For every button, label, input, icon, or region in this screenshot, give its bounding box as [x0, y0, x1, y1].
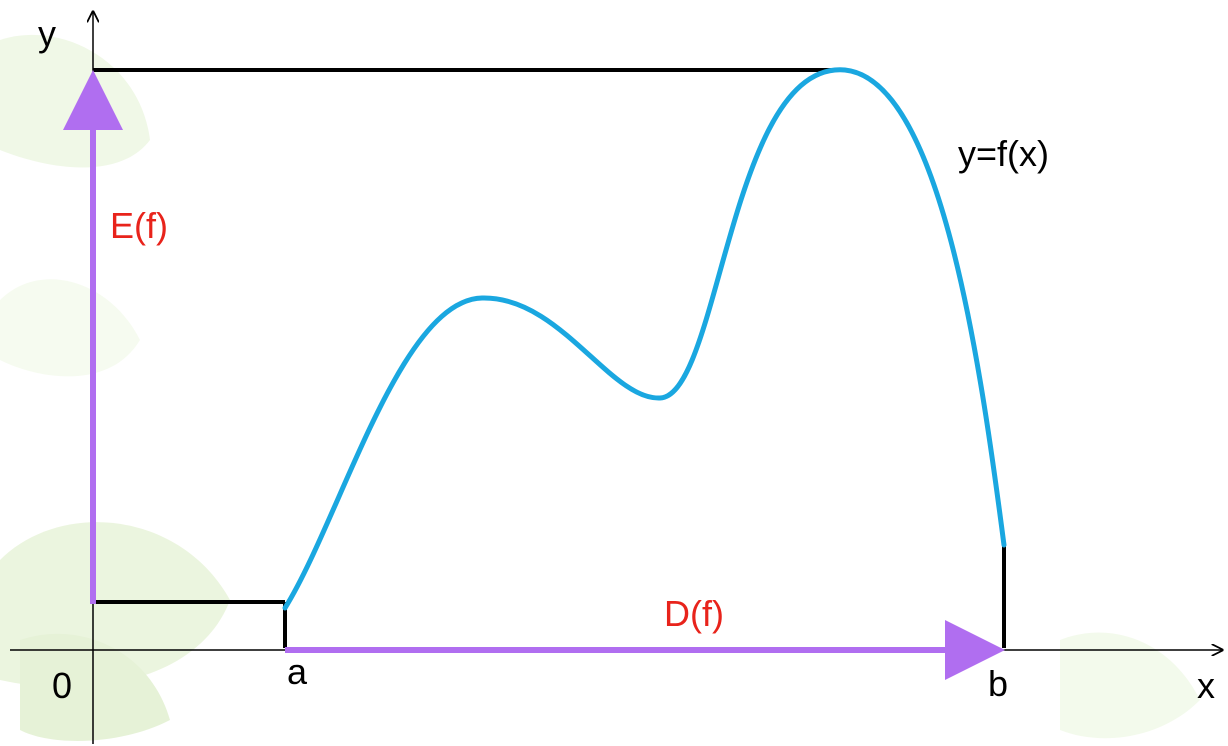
- curve-label: y=f(x): [958, 133, 1049, 174]
- point-a-label: a: [287, 651, 308, 692]
- function-curve: [282, 67, 1007, 611]
- x-axis-label: x: [1197, 665, 1215, 706]
- origin-label: 0: [52, 665, 72, 706]
- background-leaf-decoration: [0, 34, 1200, 741]
- domain-label: D(f): [664, 593, 724, 634]
- y-axis-label: y: [38, 13, 56, 54]
- point-b-label: b: [988, 663, 1008, 704]
- range-label: E(f): [110, 205, 168, 246]
